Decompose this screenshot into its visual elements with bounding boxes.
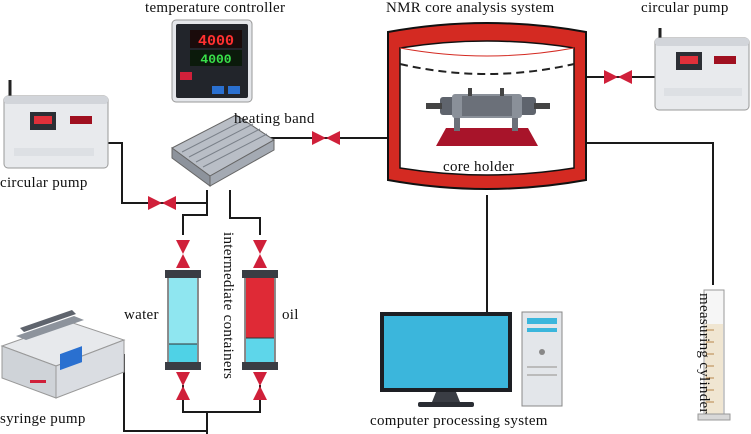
label-computer-processing-system: computer processing system xyxy=(370,413,548,429)
water-container xyxy=(165,270,201,370)
pipe-to-oil-top xyxy=(229,190,261,235)
valve-left-pump[interactable] xyxy=(148,196,176,210)
controller-display-top: 4000 xyxy=(198,33,234,50)
pipe-nmr-to-cylinder xyxy=(583,142,714,285)
pipe-to-water-top xyxy=(182,203,208,235)
measuring-cylinder-device xyxy=(697,289,731,421)
valve-heater-nmr[interactable] xyxy=(312,131,340,145)
valve-right-pump[interactable] xyxy=(604,70,632,84)
controller-display-bottom: 4000 xyxy=(200,52,231,67)
valve-water-top[interactable] xyxy=(176,240,190,268)
valve-oil-bottom[interactable] xyxy=(253,372,267,400)
pipe-left-pump-to-heater xyxy=(108,142,208,204)
valve-oil-top[interactable] xyxy=(253,240,267,268)
label-measuring-cylinder: measuring cylinder xyxy=(696,293,712,414)
label-core-holder: core holder xyxy=(443,159,515,175)
temperature-controller-device xyxy=(171,19,253,103)
valve-water-bottom[interactable] xyxy=(176,372,190,400)
label-oil: oil xyxy=(282,307,299,323)
label-circular-pump-right: circular pump xyxy=(641,0,729,16)
circular-pump-left-device xyxy=(3,80,109,169)
label-intermediate-containers: intermediate containers xyxy=(220,232,236,380)
core-holder-device xyxy=(426,88,550,146)
circular-pump-right-device xyxy=(654,28,750,111)
label-nmr-system: NMR core analysis system xyxy=(386,0,555,16)
label-water: water xyxy=(124,307,159,323)
pipe-oil-bottom xyxy=(207,385,261,413)
label-heating-band: heating band xyxy=(234,111,315,127)
pipe-water-bottom xyxy=(182,385,208,434)
label-syringe-pump: syringe pump xyxy=(0,411,86,427)
label-temperature-controller: temperature controller xyxy=(145,0,286,16)
computer-tower xyxy=(521,311,563,407)
oil-container xyxy=(242,270,278,370)
heating-band-device xyxy=(171,114,275,187)
computer-monitor xyxy=(380,312,512,407)
syringe-pump-device xyxy=(0,310,126,399)
label-circular-pump-left: circular pump xyxy=(0,175,88,191)
